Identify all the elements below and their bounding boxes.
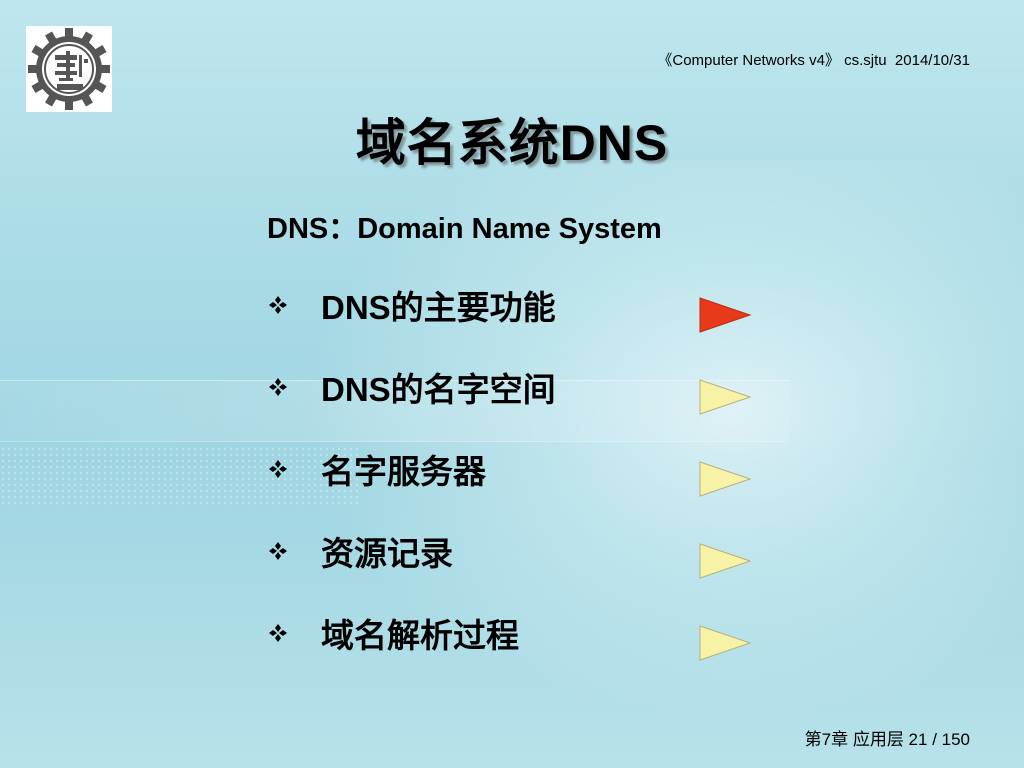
triangle-arrow-icon[interactable]	[698, 624, 752, 662]
topic-label: DNS的主要功能	[321, 289, 556, 326]
topic-label: 域名解析过程	[321, 617, 519, 654]
topic-item-resource-records[interactable]: 资源记录	[268, 532, 768, 614]
diamond-bullet-icon	[269, 460, 287, 478]
diamond-bullet-icon	[269, 624, 287, 642]
university-logo	[26, 26, 112, 112]
topic-item-name-servers[interactable]: 名字服务器	[268, 450, 768, 532]
topic-item-resolution-process[interactable]: 域名解析过程	[268, 614, 768, 696]
diamond-bullet-icon	[269, 296, 287, 314]
gear-emblem-icon	[28, 28, 110, 110]
topic-item-dns-functions[interactable]: DNS的主要功能	[268, 286, 768, 368]
background-band	[0, 380, 790, 442]
triangle-arrow-icon[interactable]	[698, 542, 752, 580]
topic-label: 名字服务器	[321, 453, 486, 490]
topic-menu: DNS的主要功能 DNS的名字空间 名字服务器	[268, 286, 768, 696]
topic-label: DNS的名字空间	[321, 371, 556, 408]
diamond-bullet-icon	[269, 542, 287, 560]
course-header: 《Computer Networks v4》 cs.sjtu 2014/10/3…	[657, 52, 970, 69]
slide-subtitle: DNS：Domain Name System	[267, 213, 662, 245]
background-dots	[0, 446, 360, 506]
triangle-arrow-icon[interactable]	[698, 296, 752, 334]
slide-title: 域名系统DNS	[355, 115, 669, 171]
diamond-bullet-icon	[269, 378, 287, 396]
triangle-arrow-icon[interactable]	[698, 378, 752, 416]
triangle-arrow-icon[interactable]	[698, 460, 752, 498]
page-footer: 第7章 应用层 21 / 150	[804, 730, 970, 749]
topic-item-dns-namespace[interactable]: DNS的名字空间	[268, 368, 768, 450]
topic-label: 资源记录	[321, 535, 453, 572]
